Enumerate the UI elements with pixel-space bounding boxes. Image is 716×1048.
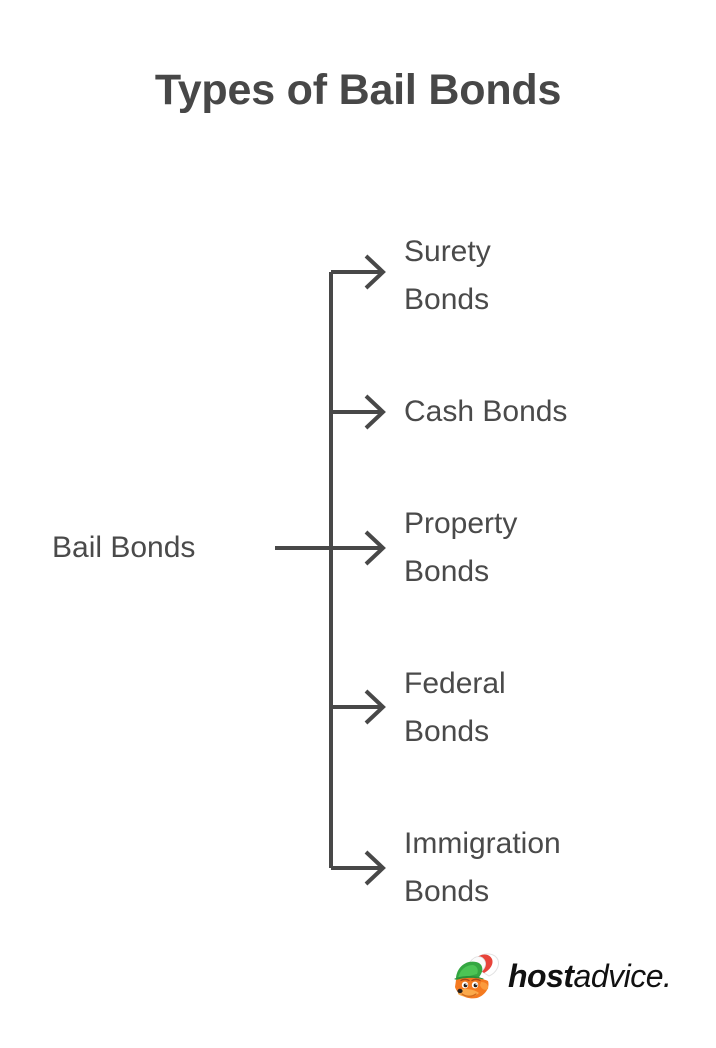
branch-label-line2: Bonds [404,283,490,316]
page-title: Types of Bail Bonds [154,66,562,114]
branch-label-line2: Bonds [404,715,490,748]
arrowhead-icon-2 [364,394,386,430]
hostadvice-logo: hostadvice. [448,948,676,1004]
branch-node-federal-bonds: Federal Bonds [404,660,684,756]
branch-label-line2: Bonds [404,555,490,588]
branch-label-line1: Federal [404,667,506,700]
branch-label-line2: Bonds [404,875,490,908]
hostadvice-wordmark: hostadvice. [508,957,672,995]
logo-word-host: host [508,957,574,994]
arrowhead-icon-1 [364,254,386,290]
branch-label-line1: Cash Bonds [404,395,568,428]
arrowhead-icon-3 [364,530,386,566]
branch-label-line1: Property [404,507,518,540]
branch-node-property-bonds: Property Bonds [404,500,684,596]
branch-node-cash-bonds: Cash Bonds [404,388,684,436]
branch-node-immigration-bonds: Immigration Bonds [404,820,684,916]
logo-word-advice: advice. [573,957,672,994]
root-node-label: Bail Bonds [52,531,196,564]
fox-mascot-icon [448,951,502,1001]
branch-label-line1: Surety [404,235,491,268]
arrowhead-icon-5 [364,850,386,886]
branch-label-line1: Immigration [404,827,561,860]
branch-node-surety-bonds: Surety Bonds [404,228,684,324]
arrowhead-icon-4 [364,689,386,725]
